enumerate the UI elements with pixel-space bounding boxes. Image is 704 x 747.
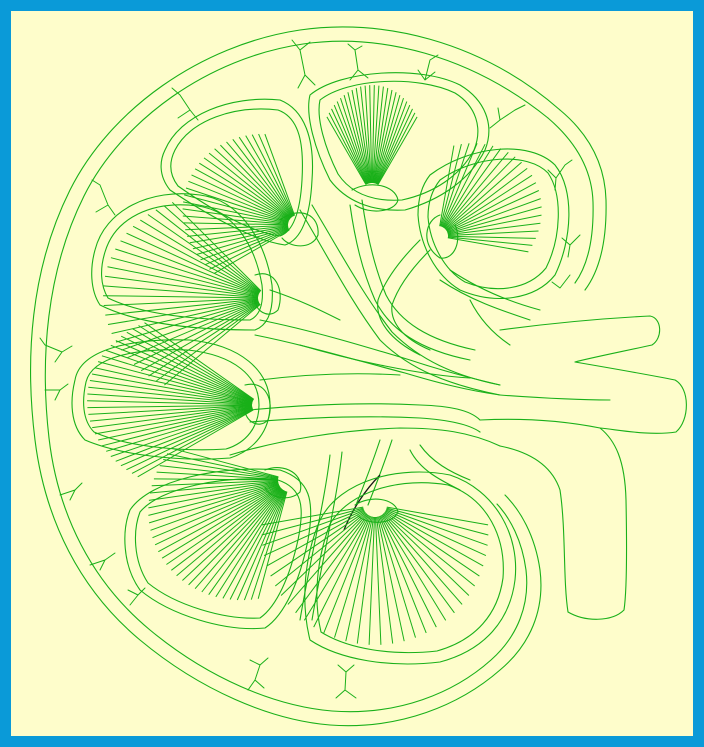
ray-lower-middle <box>324 516 371 633</box>
ray-lower-middle <box>386 510 486 556</box>
ray-lower-left <box>195 489 282 589</box>
ray-lower-middle <box>380 516 427 633</box>
ray-lower-middle <box>387 507 488 525</box>
ray-lower-middle <box>376 517 381 645</box>
ray-lower-middle <box>383 514 462 604</box>
ray-upper-middle <box>377 109 412 184</box>
ray-upper-right <box>448 238 529 252</box>
renal-vessels <box>230 200 540 620</box>
ray-upper-left <box>215 149 291 219</box>
ray-middle-left <box>95 407 252 434</box>
ray-lower-left <box>166 487 280 565</box>
ray-upper-left <box>209 230 289 270</box>
ray-lower-middle <box>346 517 373 642</box>
renal-pelvis-ureter <box>480 316 686 619</box>
ray-lower-left <box>223 490 284 598</box>
ray-lower-left <box>177 488 281 576</box>
ray-upper-middle <box>344 95 369 183</box>
ray-middle-left <box>138 410 254 477</box>
ray-middle-left <box>90 381 252 404</box>
ray-lower-middle <box>384 513 474 586</box>
ray-lower-left <box>158 486 279 552</box>
ray-upper-right <box>441 143 469 226</box>
ray-lower-middle <box>378 517 405 642</box>
ray-left-top <box>133 226 259 293</box>
ray-left-top <box>111 258 258 296</box>
ray-left-top <box>148 215 260 293</box>
ray-lower-middle <box>384 513 469 595</box>
ray-middle-left <box>106 350 253 401</box>
ray-upper-right <box>447 183 536 232</box>
medullary-rays <box>87 85 541 645</box>
ray-upper-middle <box>375 95 400 183</box>
ray-lower-middle <box>369 517 374 645</box>
ray-left-top <box>105 276 258 297</box>
ray-left-top <box>104 299 258 306</box>
ray-lower-middle <box>264 510 364 556</box>
ray-middle-left <box>102 356 253 402</box>
